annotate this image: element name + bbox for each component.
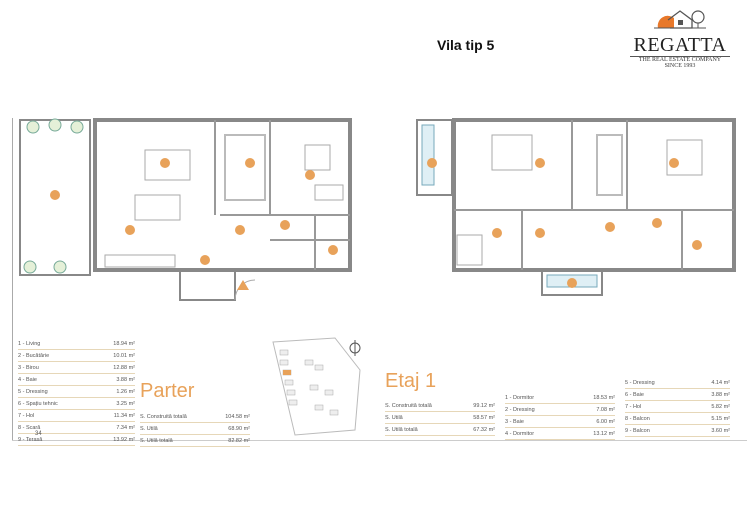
area-label: 5 - Dressing	[18, 385, 94, 398]
area-value: 104.58 m²	[211, 411, 250, 423]
area-value: 13.12 m²	[568, 427, 615, 440]
parter-heading: Parter	[140, 380, 195, 402]
logo-since: SINCE 1993	[664, 63, 696, 69]
area-value: 11.34 m²	[93, 409, 135, 422]
area-value: 6.00 m²	[568, 415, 615, 428]
area-label: S. Utilă totală	[385, 423, 461, 436]
area-value: 3.88 m²	[93, 373, 135, 386]
page-number: 34	[35, 431, 42, 437]
area-value: 99.12 m²	[460, 400, 495, 412]
area-label: S. Construită totală	[385, 400, 461, 412]
area-label: 1 - Living	[18, 338, 94, 350]
area-label: S. Construită totală	[140, 411, 212, 423]
area-label: 6 - Spațiu tehnic	[18, 397, 94, 410]
site-map	[272, 337, 361, 436]
area-label: 4 - Baie	[18, 373, 94, 386]
area-value: 13.92 m²	[93, 433, 135, 446]
area-label: 9 - Balcon	[625, 424, 690, 437]
area-value: 10.01 m²	[93, 349, 135, 362]
area-label: S. Utilă totală	[140, 434, 212, 447]
area-value: 3.60 m²	[689, 424, 730, 437]
area-value: 68.90 m²	[211, 422, 250, 435]
area-value: 5.15 m²	[689, 412, 730, 425]
area-value: 67.32 m²	[460, 423, 495, 436]
area-label: 2 - Dressing	[505, 403, 569, 416]
area-label: 2 - Bucătărie	[18, 349, 94, 362]
area-label: 5 - Dressing	[625, 377, 690, 389]
page-title: Vila tip 5	[437, 37, 495, 53]
first-floor-plan	[416, 118, 736, 296]
logo-tagline: THE REAL ESTATE COMPANY	[630, 56, 730, 63]
area-label: 4 - Dormitor	[505, 427, 569, 440]
regatta-logo: REGATTA THE REAL ESTATE COMPANY SINCE 19…	[630, 8, 730, 69]
area-value: 3.25 m²	[93, 397, 135, 410]
etaj-heading: Etaj 1	[385, 370, 437, 392]
area-label: S. Utilă	[385, 411, 461, 424]
logo-brand: REGATTA	[633, 34, 727, 56]
area-value: 1.26 m²	[93, 385, 135, 398]
area-value: 4.14 m²	[689, 377, 730, 389]
area-value: 12.88 m²	[93, 361, 135, 374]
area-label: 3 - Birou	[18, 361, 94, 374]
area-label: 1 - Dormitor	[505, 392, 569, 404]
area-label: 3 - Baie	[505, 415, 569, 428]
house-sun-icon	[654, 10, 706, 29]
area-label: S. Utilă	[140, 422, 212, 435]
area-label: 8 - Scară	[18, 421, 94, 434]
area-value: 3.88 m²	[689, 388, 730, 401]
frame-line	[12, 440, 747, 441]
area-value: 18.94 m²	[93, 338, 135, 350]
area-label: 7 - Hol	[625, 400, 690, 413]
area-value: 58.57 m²	[460, 411, 495, 424]
ground-floor-plan	[19, 118, 352, 301]
area-label: 6 - Baie	[625, 388, 690, 401]
area-value: 82.82 m²	[211, 434, 250, 447]
area-value: 7.34 m²	[93, 421, 135, 434]
area-value: 5.82 m²	[689, 400, 730, 413]
area-value: 18.53 m²	[568, 392, 615, 404]
area-label: 7 - Hol	[18, 409, 94, 422]
area-value: 7.08 m²	[568, 403, 615, 416]
frame-line	[12, 118, 13, 440]
area-label: 8 - Balcon	[625, 412, 690, 425]
area-label: 9 - Terasă	[18, 433, 94, 446]
